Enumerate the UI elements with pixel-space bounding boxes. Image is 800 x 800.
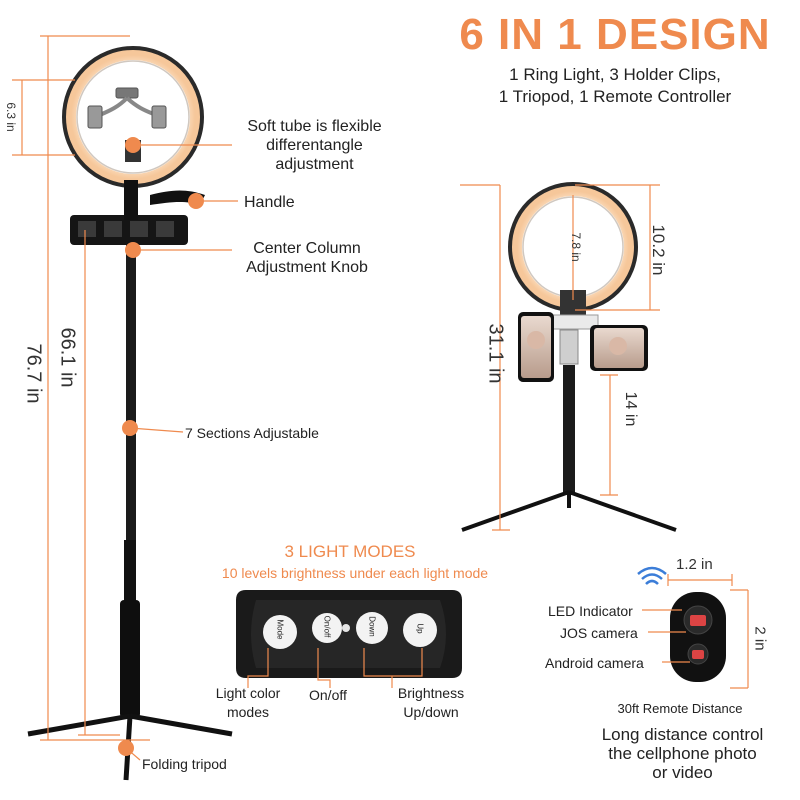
- soft-tube-label: Soft tube is flexible differentangle adj…: [232, 117, 397, 174]
- left-callouts: [118, 137, 238, 761]
- light-color-line-1: Light color: [215, 685, 281, 701]
- subtitle-line-2: 1 Triopod, 1 Remote Controller: [498, 87, 732, 106]
- sections-label: 7 Sections Adjustable: [185, 425, 319, 441]
- remote-description: Long distance control the cellphone phot…: [580, 725, 785, 782]
- page-subtitle: 1 Ring Light, 3 Holder Clips, 1 Triopod,…: [430, 64, 800, 108]
- soft-tube-line-2: differentangle: [266, 137, 363, 154]
- folding-tripod-label: Folding tripod: [142, 756, 227, 772]
- dim-desk-pole: 14 in: [622, 391, 639, 427]
- soft-tube-line-3: adjustment: [275, 156, 354, 173]
- dim-remote-width: 1.2 in: [676, 556, 713, 573]
- brightness-caption: Brightness Up/down: [386, 684, 476, 722]
- remote-description-line-3: or video: [652, 763, 713, 782]
- dim-remote-height: 2 in: [751, 626, 769, 651]
- light-mode-controller: [236, 590, 462, 678]
- large-ring-light: [62, 46, 204, 188]
- remote-description-line-2: the cellphone photo: [608, 744, 757, 763]
- center-column-line-1: Center Column: [253, 240, 361, 257]
- on-off-caption: On/off: [309, 687, 347, 703]
- light-mode-callout-lines: [247, 648, 423, 688]
- left-dimension-lines: [12, 35, 150, 741]
- center-column-label: Center Column Adjustment Knob: [232, 239, 382, 277]
- light-color-line-2: modes: [226, 704, 270, 720]
- android-camera-label: Android camera: [545, 655, 644, 671]
- center-column-line-2: Adjustment Knob: [246, 259, 368, 276]
- right-dimension-lines: [460, 184, 660, 531]
- brightness-line-2: Up/down: [403, 704, 459, 720]
- dim-total-height: 76.7 in: [22, 343, 45, 404]
- light-modes-title: 3 LIGHT MODES: [284, 542, 416, 561]
- dim-ring-outer: 10.2 in: [649, 224, 668, 276]
- ring-phone-holders: [87, 87, 167, 162]
- bluetooth-remote: [637, 566, 726, 682]
- mode-button: Mode: [275, 619, 285, 640]
- handle-label: Handle: [244, 194, 295, 211]
- page-title: 6 IN 1 DESIGN: [459, 10, 771, 59]
- subtitle-line-1: 1 Ring Light, 3 Holder Clips,: [509, 65, 721, 84]
- remote-dimension-lines: [642, 574, 749, 689]
- desk-stand: [461, 365, 677, 532]
- dim-ring-height: 6.3 in: [4, 102, 18, 132]
- led-indicator-label: LED Indicator: [548, 603, 633, 619]
- ios-camera-label: JOS camera: [560, 625, 638, 641]
- on-off-button: On/off: [322, 615, 332, 638]
- brightness-line-1: Brightness: [397, 685, 465, 701]
- down-button: Down: [367, 616, 377, 637]
- dim-ring-inner: 7.8 in: [569, 232, 583, 262]
- floor-stand: [27, 245, 233, 781]
- remote-distance-label: 30ft Remote Distance: [617, 701, 743, 716]
- up-button: Up: [415, 623, 425, 634]
- holder-bar: [70, 180, 205, 245]
- dim-column-height: 66.1 in: [56, 327, 79, 388]
- light-color-caption: Light color modes: [205, 684, 291, 722]
- desk-phones: [518, 312, 648, 382]
- remote-description-line-1: Long distance control: [601, 725, 764, 744]
- soft-tube-line-1: Soft tube is flexible: [247, 118, 382, 135]
- dim-desk-height: 31.1 in: [484, 323, 507, 384]
- light-modes-subtitle: 10 levels brightness under each light mo…: [221, 565, 489, 581]
